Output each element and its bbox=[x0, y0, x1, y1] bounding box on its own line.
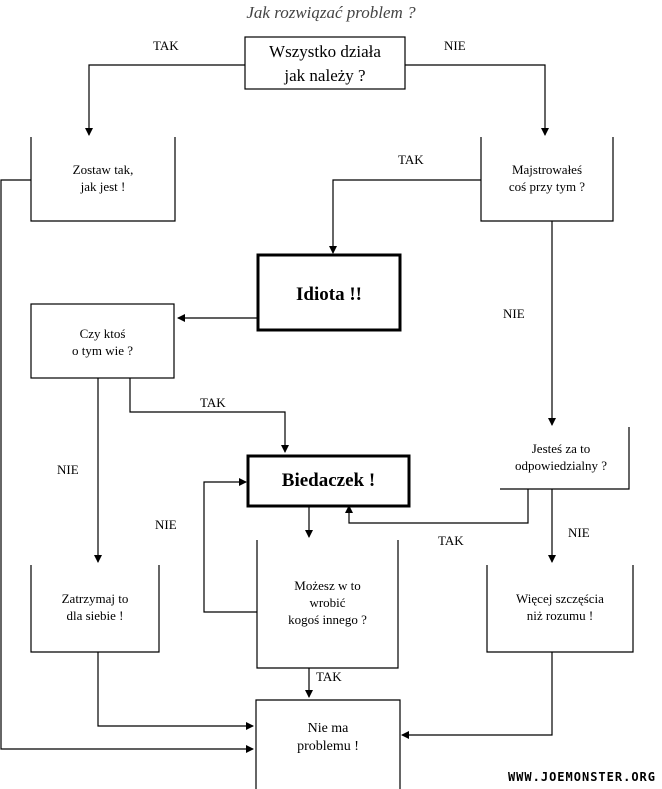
edge-blame-poor bbox=[203, 478, 257, 613]
chart-title: Jak rozwiązać problem ? bbox=[246, 3, 416, 22]
box-responsible bbox=[500, 427, 630, 490]
edge-keep-noproblem bbox=[97, 652, 254, 730]
label-no-knows: NIE bbox=[57, 462, 79, 477]
node-idiot: Idiota !! bbox=[296, 284, 362, 305]
box-start bbox=[244, 36, 406, 90]
node-keep: Zatrzymaj to dla siebie ! bbox=[61, 591, 129, 623]
label-no-responsible: NIE bbox=[568, 525, 590, 540]
box-tinkered bbox=[480, 137, 614, 222]
edge-responsible-poor bbox=[345, 489, 529, 524]
label-yes-start: TAK bbox=[153, 38, 179, 53]
node-poor: Biedaczek ! bbox=[281, 470, 376, 491]
edge-tinkered-idiot bbox=[329, 179, 481, 254]
node-blame: Możesz w to wrobić kogoś innego ? bbox=[288, 578, 367, 627]
edge-leave-noproblem bbox=[0, 179, 254, 753]
box-keep bbox=[30, 565, 160, 653]
box-idiot bbox=[256, 253, 402, 332]
node-no-problem: Nie ma problemu ! bbox=[297, 721, 359, 755]
box-blame bbox=[256, 540, 399, 669]
box-noproblem bbox=[255, 699, 401, 789]
node-start: Wszystko działa jak należy ? bbox=[269, 42, 381, 85]
edge-start-tinkered bbox=[405, 64, 549, 136]
box-luck bbox=[486, 565, 634, 653]
edge-luck-noproblem bbox=[401, 652, 553, 739]
label-yes-responsible: TAK bbox=[438, 533, 464, 548]
box-knows bbox=[30, 303, 175, 379]
box-leave bbox=[30, 137, 176, 222]
label-no-start: NIE bbox=[444, 38, 466, 53]
label-yes-tinkered: TAK bbox=[398, 152, 424, 167]
node-someone-knows: Czy ktoś o tym wie ? bbox=[71, 326, 133, 358]
label-no-blame: NIE bbox=[155, 517, 177, 532]
watermark: WWW.JOEMONSTER.ORG bbox=[507, 770, 656, 784]
node-leave: Zostaw tak, jak jest ! bbox=[72, 162, 134, 194]
label-yes-blame: TAK bbox=[316, 669, 342, 684]
box-poor bbox=[246, 454, 411, 508]
label-no-tinkered: NIE bbox=[503, 306, 525, 321]
edge-knows-poor bbox=[129, 378, 289, 453]
edge-start-leave bbox=[85, 64, 245, 136]
label-yes-knows: TAK bbox=[200, 395, 226, 410]
node-responsible: Jesteś za to odpowiedzialny ? bbox=[514, 441, 608, 473]
node-tinkered: Majstrowałeś coś przy tym ? bbox=[508, 162, 586, 194]
node-luck: Więcej szczęścia niż rozumu ! bbox=[516, 591, 604, 623]
